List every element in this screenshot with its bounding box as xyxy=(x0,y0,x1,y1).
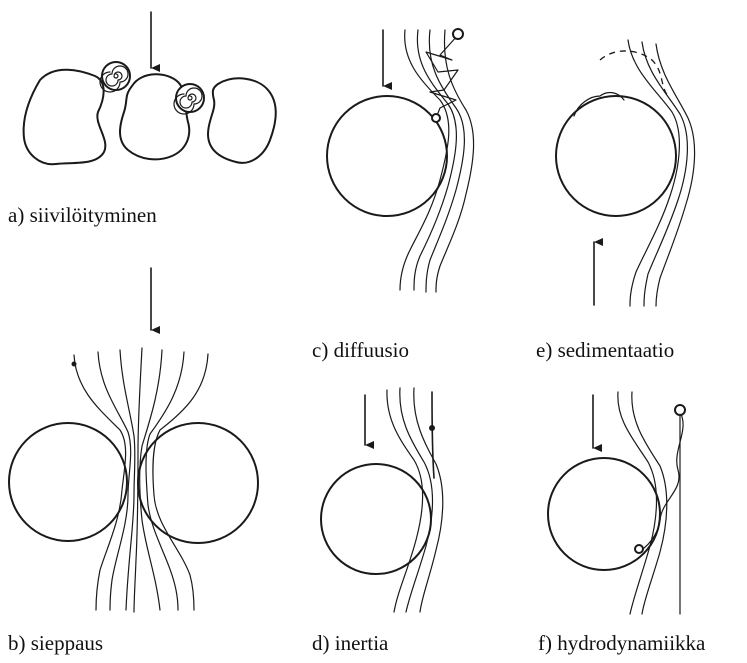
label-c: c) diffuusio xyxy=(312,338,409,362)
label-f: f) hydrodynamiikka xyxy=(538,631,706,655)
panel-c-diffusion xyxy=(327,29,474,292)
grain-right xyxy=(208,78,276,163)
trapped-particle-1 xyxy=(100,62,130,92)
label-e: e) sedimentaatio xyxy=(536,338,674,362)
particle-start-f xyxy=(675,405,685,415)
settling-trajectory xyxy=(600,51,668,96)
panel-e-sedimentation xyxy=(556,40,695,306)
label-d: d) inertia xyxy=(312,631,389,655)
captured-particle-c xyxy=(432,114,440,122)
panel-f-hydrodynamics xyxy=(548,392,685,614)
panel-a-straining xyxy=(24,12,276,164)
brownian-path xyxy=(426,35,458,118)
diffusing-particle xyxy=(453,29,463,39)
panel-b-interception xyxy=(9,268,258,612)
label-a: a) siivilöityminen xyxy=(8,203,157,227)
collector-c xyxy=(327,96,447,216)
collector-f xyxy=(548,458,660,570)
panel-d-inertia xyxy=(321,388,443,612)
collector-e xyxy=(556,96,676,216)
label-b: b) sieppaus xyxy=(8,631,103,655)
captured-particle-f xyxy=(635,545,643,553)
particle-trajectory-d xyxy=(432,392,434,478)
grain-middle xyxy=(120,74,189,159)
collector-d xyxy=(321,464,431,574)
grain-left xyxy=(24,70,106,164)
collector-left xyxy=(9,423,127,541)
